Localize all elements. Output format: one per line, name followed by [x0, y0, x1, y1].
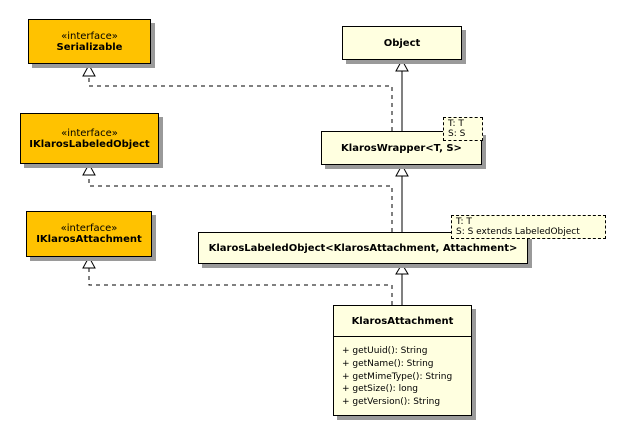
- klaros-labeled-object-name: KlarosLabeledObject<KlarosAttachment, At…: [208, 242, 518, 254]
- iklaros-labeled-object-stereotype: «interface»: [61, 127, 118, 139]
- iklaros-attachment-stereotype: «interface»: [60, 223, 118, 234]
- generalization-arrowhead: [395, 58, 409, 72]
- klaros-wrapper-type-params: T: T S: S: [443, 117, 483, 141]
- realization-arrowhead: [82, 255, 96, 269]
- generalization-arrowhead: [395, 163, 409, 177]
- object-class[interactable]: Object: [342, 26, 462, 60]
- operation: + getVersion(): String: [342, 397, 441, 408]
- iklaros-labeled-object-interface[interactable]: «interface» IKlarosLabeledObject: [20, 113, 159, 164]
- klaros-labeled-object-type-params: T: T S: S extends LabeledObject: [451, 215, 606, 239]
- type-param: S: S extends LabeledObject: [456, 227, 580, 237]
- klaros-attachment-operations: + getUuid(): String + getName(): String …: [334, 336, 471, 409]
- type-param: S: S: [448, 129, 466, 139]
- serializable-interface[interactable]: «interface» Serializable: [28, 19, 151, 64]
- iklaros-attachment-interface[interactable]: «interface» IKlarosAttachment: [26, 211, 152, 257]
- wrapper-implements-serializable-line: [88, 76, 393, 131]
- realization-arrowhead: [82, 162, 96, 176]
- iklaros-labeled-object-name: IKlarosLabeledObject: [29, 138, 150, 150]
- object-name: Object: [383, 37, 421, 49]
- serializable-stereotype: «interface»: [61, 30, 118, 42]
- klaros-attachment-name: KlarosAttachment: [351, 315, 454, 327]
- klaros-attachment-class[interactable]: KlarosAttachment + getUuid(): String + g…: [333, 305, 472, 416]
- realization-arrowhead: [82, 63, 96, 77]
- type-param: T: T: [456, 217, 472, 227]
- attachment-implements-iklarosattachment-line: [88, 268, 393, 305]
- iklaros-attachment-name: IKlarosAttachment: [36, 234, 142, 245]
- labeled-implements-iklaroslabeled-line: [88, 175, 393, 232]
- operation: + getName(): String: [342, 358, 434, 369]
- operation: + getUuid(): String: [342, 346, 428, 356]
- serializable-name: Serializable: [56, 41, 123, 53]
- type-param: T: T: [448, 119, 464, 129]
- operation: + getSize(): long: [342, 384, 418, 395]
- generalization-arrowhead: [395, 263, 409, 275]
- klaros-wrapper-name: KlarosWrapper<T, S>: [341, 142, 462, 154]
- operation: + getMimeType(): String: [342, 371, 453, 382]
